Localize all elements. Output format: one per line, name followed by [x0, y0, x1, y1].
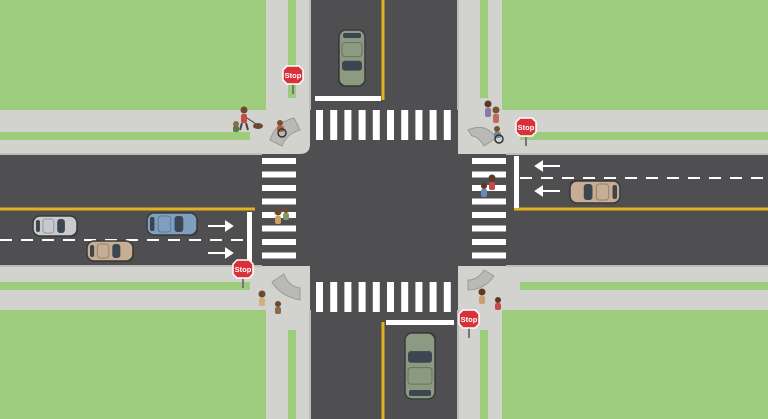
crosswalk-stripe	[262, 239, 296, 245]
crosswalk-north	[316, 110, 451, 140]
van-west-upper	[146, 212, 198, 236]
person-icon	[274, 207, 289, 224]
wheelchair-icon	[494, 126, 504, 144]
crosswalk-stripe	[401, 282, 409, 312]
crosswalk-stripe	[443, 282, 451, 312]
crosswalk-stripe	[316, 110, 323, 140]
car-south-lane	[404, 332, 436, 400]
crosswalk-stripe	[472, 171, 506, 178]
car-west-upper	[32, 215, 78, 237]
crosswalk-stripe	[472, 225, 506, 232]
pedestrians	[233, 100, 504, 314]
stop-lines	[247, 96, 519, 325]
crosswalk-stripe	[429, 110, 437, 140]
crosswalk-stripe	[262, 225, 296, 232]
arrow-left-icon	[534, 185, 560, 197]
crosswalk-stripe	[443, 110, 451, 140]
crosswalk-stripe	[330, 110, 338, 140]
stop-sign-label: Stop	[235, 265, 252, 274]
crosswalk-stripe	[415, 282, 423, 312]
crosswalk-stripe	[262, 252, 296, 259]
crosswalk-stripe	[387, 110, 394, 140]
stop-sign-label: Stop	[518, 123, 535, 132]
arrow-left-icon	[534, 160, 560, 172]
crosswalk-stripe	[415, 110, 423, 140]
crosswalk-stripe	[401, 110, 409, 140]
crosswalk-stripe	[372, 282, 380, 312]
crosswalk-stripe	[262, 158, 296, 164]
arrow-right-icon	[208, 220, 234, 232]
vehicles	[32, 29, 621, 400]
crosswalk-stripe	[344, 282, 352, 312]
crosswalk-stripe	[429, 282, 437, 312]
crosswalk-stripe	[472, 198, 506, 205]
crosswalk-stripe	[316, 282, 323, 312]
stop-sign-se: Stop	[458, 309, 480, 338]
crosswalk-stripe	[472, 239, 506, 245]
crosswalk-stripe	[358, 110, 366, 140]
car-east	[569, 180, 621, 204]
crosswalk-stripe	[358, 282, 366, 312]
stop-sign-sw: Stop	[232, 259, 254, 288]
car-west-lower	[86, 240, 134, 262]
person-icon	[481, 174, 496, 197]
stop-sign-label: Stop	[285, 71, 302, 80]
crosswalk-stripe	[472, 158, 506, 164]
crosswalk-stripe	[344, 110, 352, 140]
crosswalk-stripe	[330, 282, 338, 312]
crosswalk-stripe	[262, 198, 296, 205]
person-with-dog-icon	[233, 106, 263, 132]
road-corners	[300, 144, 310, 154]
crosswalk-stripe	[387, 282, 394, 312]
person-icon	[478, 288, 501, 310]
car-north-lane	[338, 29, 366, 87]
wheelchair-icon	[277, 120, 287, 138]
stop-sign-label: Stop	[461, 315, 478, 324]
crosswalk-stripe	[472, 252, 506, 259]
crosswalk-stripe	[472, 212, 506, 218]
person-icon	[258, 290, 281, 314]
crosswalk-stripe	[372, 110, 380, 140]
stop-sign-ne: Stop	[515, 117, 537, 146]
person-icon	[484, 100, 500, 123]
crosswalk-stripe	[262, 185, 296, 191]
arrow-right-icon	[208, 247, 234, 259]
curb-ramps	[269, 117, 497, 301]
crosswalk-south	[316, 282, 451, 312]
stop-sign-nw: Stop	[282, 65, 304, 94]
crosswalk-stripe	[262, 171, 296, 178]
